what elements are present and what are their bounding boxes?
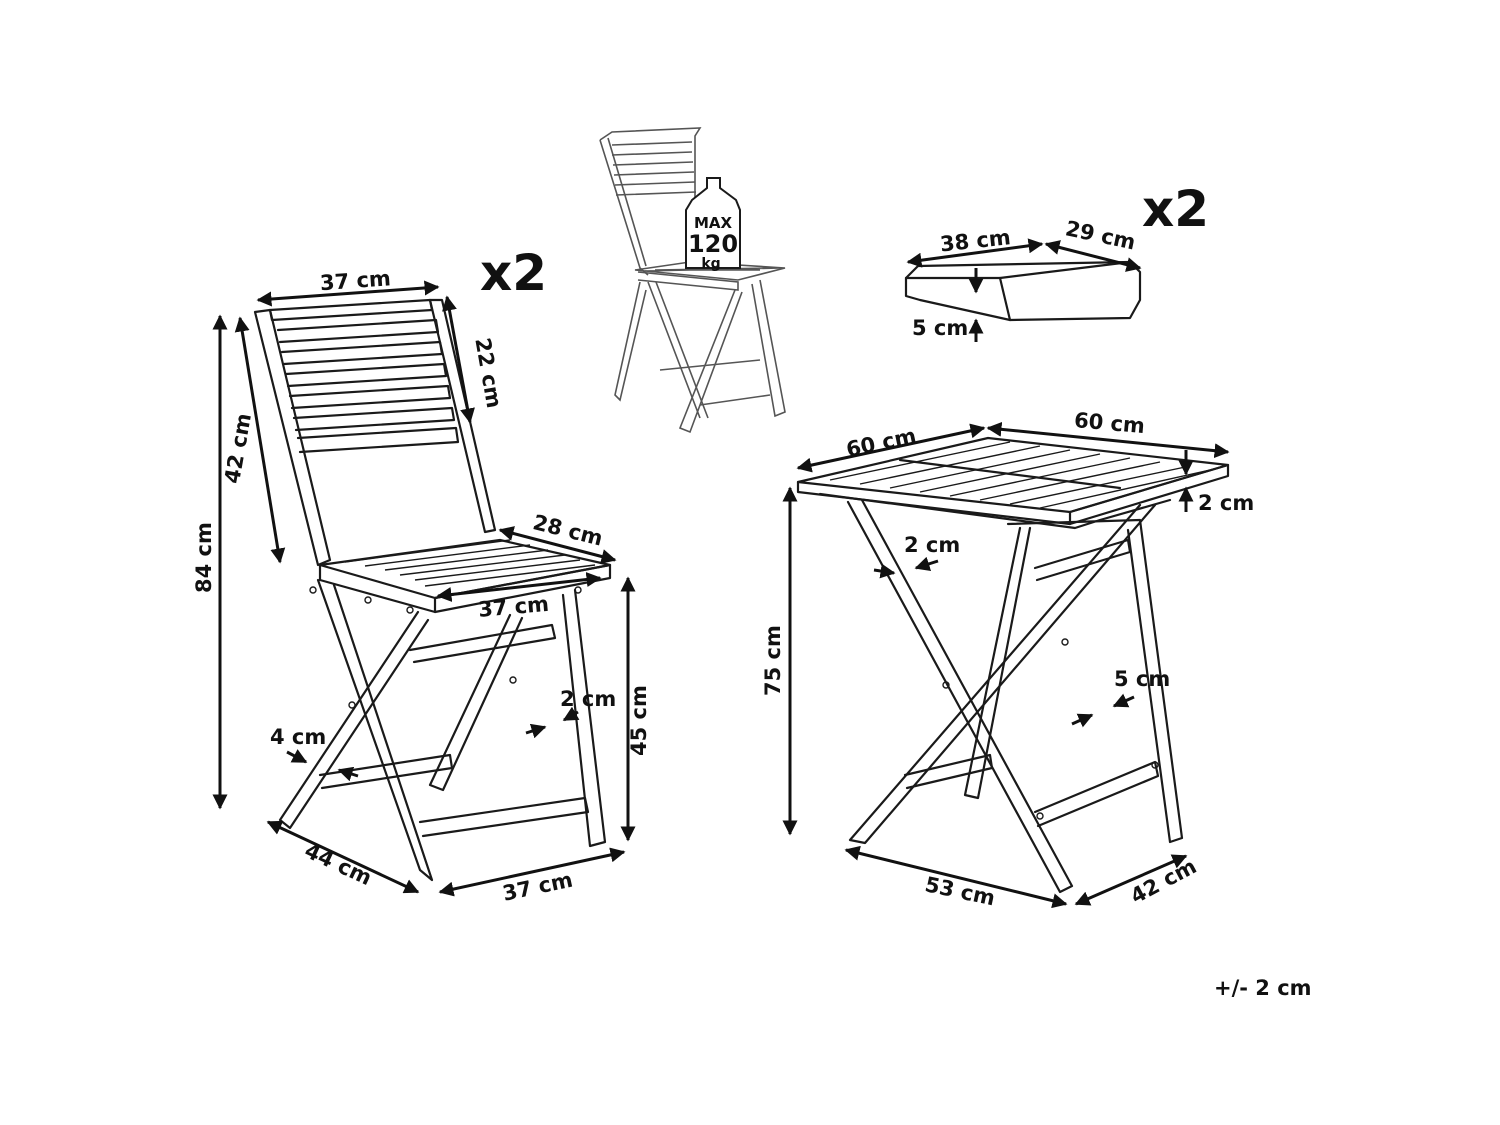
chair-total-height-label: 84 cm — [192, 522, 216, 593]
chair-seat-width-label: 37 cm — [477, 592, 550, 622]
table-top-depth-label: 60 cm — [1073, 408, 1146, 438]
weight-icon — [685, 177, 741, 269]
chair-illustration — [253, 298, 612, 882]
chair-leg-width-label: 4 cm — [270, 725, 326, 749]
table-dimension-lines — [782, 421, 1230, 909]
table-base-depth-label: 42 cm — [1127, 854, 1201, 908]
cushion-length-label: 38 cm — [939, 225, 1012, 256]
chair-seat-depth-label: 28 cm — [531, 510, 606, 550]
table-leg-width-label: 5 cm — [1114, 667, 1170, 691]
table-illustration — [796, 436, 1230, 894]
table-height-label: 75 cm — [761, 625, 785, 696]
chair-backrest-length-label: 42 cm — [220, 411, 256, 485]
cushion-illustration — [904, 260, 1142, 322]
chair-base-depth-label: 44 cm — [301, 838, 375, 890]
chair-base-width-label: 37 cm — [500, 868, 574, 906]
cushion-thickness-label: 5 cm — [912, 316, 968, 340]
weight-max-text: MAX — [694, 214, 733, 232]
table-top-thickness-label: 2 cm — [1198, 491, 1254, 515]
chair-dimension-lines — [212, 280, 636, 897]
chair-load-illustration: MAX 120 kg — [599, 127, 786, 434]
chair-back-height-label: 22 cm — [470, 336, 506, 410]
chair-seat-height-label: 45 cm — [627, 685, 651, 756]
tolerance-note: +/- 2 cm — [1214, 976, 1312, 1000]
chair-frame-thickness-label: 2 cm — [560, 687, 616, 711]
cushion-width-label: 29 cm — [1063, 216, 1137, 254]
weight-unit-text: kg — [701, 256, 720, 272]
cushion-dimension-lines — [906, 238, 1142, 342]
table-leg-thickness-label: 2 cm — [904, 533, 960, 557]
weight-value-text: 120 — [688, 230, 738, 258]
cushion-quantity: x2 — [1142, 180, 1209, 238]
chair-back-width-label: 37 cm — [319, 266, 391, 295]
chair-quantity: x2 — [480, 244, 547, 302]
